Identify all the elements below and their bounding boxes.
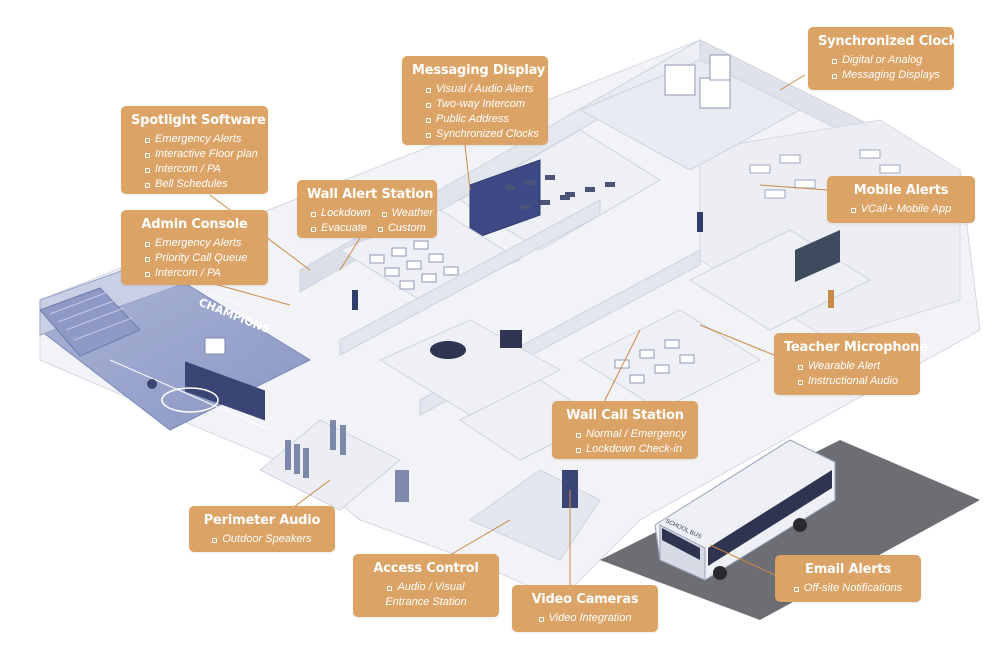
cafeteria-tables xyxy=(749,149,901,199)
basketball-hoop xyxy=(204,337,226,355)
callout-email-alerts: Email Alerts Off-site Notifications xyxy=(775,555,921,602)
spotlight-title: Spotlight Software xyxy=(131,113,266,128)
messaging-display-wall xyxy=(469,159,541,241)
access-item: Audio / Visual xyxy=(387,581,464,593)
court-center-circle xyxy=(161,387,219,413)
callout-video-cameras: Video Cameras Video Integration xyxy=(512,585,658,632)
callout-messaging-display: Messaging Display Visual / Audio Alerts … xyxy=(402,56,548,145)
callout-synchronized-clocks: Synchronized Clocks Digital or Analog Me… xyxy=(808,27,965,90)
spotlight-item: Interactive Floor plan xyxy=(145,147,258,162)
messaging-item: Two-way Intercom xyxy=(426,97,538,112)
admin-item: Emergency Alerts xyxy=(145,236,258,251)
messaging-title: Messaging Display xyxy=(412,63,546,78)
mobile-item: VCall+ Mobile App xyxy=(851,203,951,215)
messaging-item: Visual / Audio Alerts xyxy=(426,82,538,97)
clocks-title: Synchronized Clocks xyxy=(818,34,965,49)
library-shelves xyxy=(664,54,731,109)
music-board xyxy=(500,330,522,348)
wall-alert-item: Lockdown xyxy=(311,207,371,219)
video-item: Video Integration xyxy=(539,612,632,624)
piano xyxy=(430,341,466,359)
teacher-item: Wearable Alert xyxy=(798,359,910,374)
clocks-item: Digital or Analog xyxy=(832,53,944,68)
admin-item: Priority Call Queue xyxy=(145,251,258,266)
entrance-door xyxy=(562,470,578,508)
callout-perimeter-audio: Perimeter Audio Outdoor Speakers xyxy=(189,506,335,552)
spotlight-item: Bell Schedules xyxy=(145,177,258,192)
callout-access-control: Access Control Audio / Visual Entrance S… xyxy=(353,554,499,617)
wall-alert-row-2: Evacuate Custom xyxy=(307,221,427,236)
bottom-classroom-desks xyxy=(614,339,695,384)
wall-call-item: Normal / Emergency xyxy=(576,427,688,442)
perimeter-title: Perimeter Audio xyxy=(203,513,321,528)
gym-banner xyxy=(185,361,265,421)
callout-teacher-microphone: Teacher Microphone Wearable Alert Instru… xyxy=(774,333,928,395)
bleacher-rows xyxy=(49,291,133,341)
teacher-board xyxy=(795,230,840,282)
wall-call-item: Lockdown Check-in xyxy=(576,442,688,457)
entrance-door-2 xyxy=(395,470,409,502)
school-bus xyxy=(654,439,836,581)
lockers xyxy=(285,420,346,478)
basketball xyxy=(147,379,157,389)
connector-lines xyxy=(199,74,828,585)
bottom-classroom-floor xyxy=(578,309,762,411)
spotlight-item: Intercom / PA xyxy=(145,162,258,177)
wall-alert-title: Wall Alert Station xyxy=(307,187,434,202)
gym-bleachers xyxy=(39,287,141,357)
locker-room-floor xyxy=(259,419,401,511)
teacher-title: Teacher Microphone xyxy=(784,340,928,355)
callout-wall-call-station: Wall Call Station Normal / Emergency Loc… xyxy=(552,401,698,459)
access-title: Access Control xyxy=(373,561,479,576)
classroom-desks xyxy=(369,240,459,290)
wall-alert-item: Evacuate xyxy=(311,222,367,234)
wall-alert-item: Custom xyxy=(378,222,426,234)
callout-mobile-alerts: Mobile Alerts VCall+ Mobile App xyxy=(827,176,975,223)
messaging-item: Synchronized Clocks xyxy=(426,127,539,142)
messaging-item: Public Address xyxy=(426,112,538,127)
library-floor xyxy=(578,59,802,171)
video-title: Video Cameras xyxy=(531,592,639,607)
teacher-item: Instructional Audio xyxy=(798,374,910,389)
admin-item: Intercom / PA xyxy=(145,266,258,281)
perimeter-item: Outdoor Speakers xyxy=(212,533,311,545)
person-admin xyxy=(352,290,358,310)
wall-alert-item: Weather xyxy=(382,207,433,219)
email-title: Email Alerts xyxy=(805,562,891,577)
callout-wall-alert-station: Wall Alert Station Lockdown Weather Evac… xyxy=(297,180,437,238)
music-room-floor xyxy=(378,319,562,416)
court-line xyxy=(109,359,271,431)
admin-title: Admin Console xyxy=(141,217,248,232)
person-hall xyxy=(697,212,703,232)
wall-alert-row-1: Lockdown Weather xyxy=(307,206,433,221)
person-teacher xyxy=(828,290,834,308)
mobile-title: Mobile Alerts xyxy=(853,183,949,198)
callout-admin-console: Admin Console Emergency Alerts Priority … xyxy=(121,210,268,285)
callout-spotlight-software: Spotlight Software Emergency Alerts Inte… xyxy=(121,106,268,194)
corridor-wall-1 xyxy=(339,199,601,356)
computer-desks xyxy=(505,175,615,210)
clocks-item: Messaging Displays xyxy=(832,68,944,83)
email-item: Off-site Notifications xyxy=(794,582,902,594)
wall-call-title: Wall Call Station xyxy=(566,408,684,423)
access-item-cont: Entrance Station xyxy=(385,596,467,608)
spotlight-item: Emergency Alerts xyxy=(145,132,258,147)
